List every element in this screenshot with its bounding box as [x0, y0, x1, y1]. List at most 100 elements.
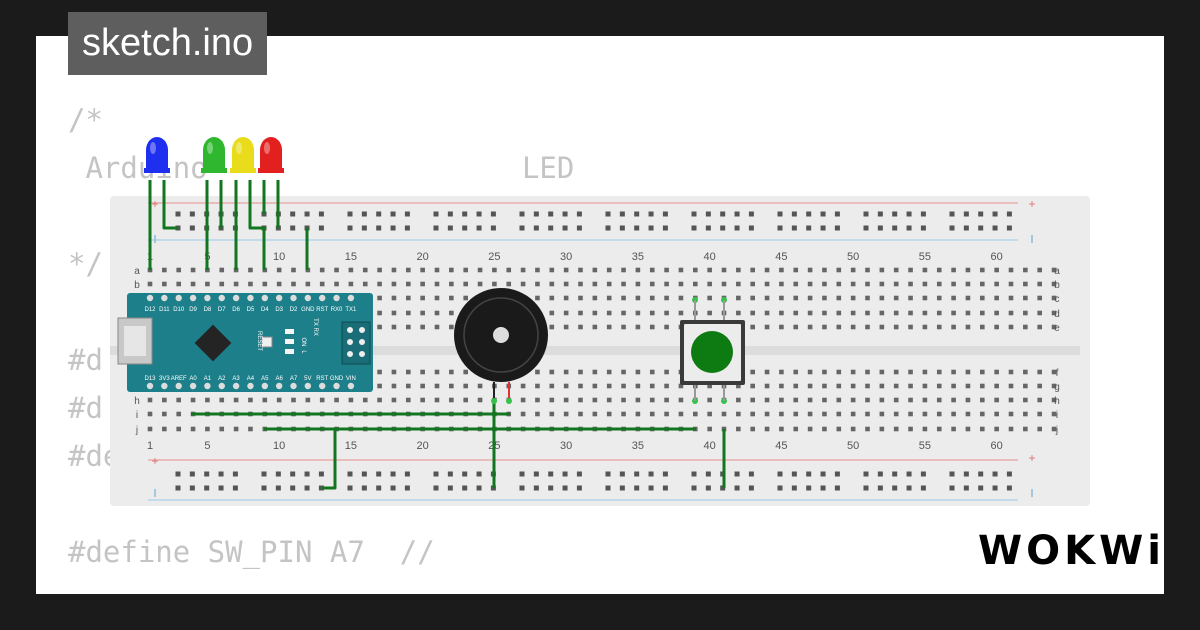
row-letter: a — [1054, 266, 1060, 277]
wire — [162, 180, 178, 230]
rail-hole — [920, 211, 926, 217]
breadboard-hole — [463, 267, 468, 273]
wokwi-logo: WOKWi — [978, 528, 1165, 574]
breadboard-hole — [606, 295, 612, 301]
rail-hole — [605, 485, 611, 491]
breadboard-hole — [535, 267, 540, 273]
rail-hole — [734, 485, 740, 491]
breadboard-hole — [736, 383, 741, 389]
column-number: 30 — [560, 440, 572, 452]
breadboard-hole — [477, 397, 483, 403]
breadboard-hole — [162, 281, 167, 287]
breadboard-hole — [736, 426, 741, 432]
arduino-pin — [175, 294, 182, 302]
breadboard-hole — [592, 324, 598, 330]
breadboard-hole — [592, 267, 598, 273]
breadboard-hole — [822, 411, 827, 417]
row-letter: h — [1054, 396, 1060, 407]
rail-hole — [204, 485, 210, 491]
rail-hole — [189, 225, 195, 231]
breadboard-hole — [965, 426, 971, 432]
rail-hole — [863, 211, 869, 217]
arduino-pin — [333, 294, 340, 302]
file-tab[interactable]: sketch.ino — [68, 12, 268, 75]
breadboard-hole — [822, 295, 827, 301]
rail-hole — [791, 211, 797, 217]
breadboard-hole — [879, 426, 885, 432]
arduino-pin-label: D13 — [144, 376, 156, 382]
rail-hole — [648, 471, 654, 477]
rail-hole — [361, 225, 367, 231]
arduino-pin-label: D5 — [247, 307, 255, 313]
breadboard-hole — [693, 281, 698, 287]
breadboard-hole — [549, 295, 555, 301]
buzzer-hole — [493, 327, 509, 343]
breadboard-hole — [779, 310, 784, 316]
rail-hole — [863, 225, 869, 231]
rail-hole — [361, 485, 367, 491]
rail-hole — [705, 225, 711, 231]
arduino-pin-label: D6 — [232, 307, 240, 313]
rail-hole — [476, 485, 482, 491]
rail-hole — [877, 471, 883, 477]
breadboard-hole — [190, 426, 196, 432]
breadboard-hole — [621, 324, 626, 330]
breadboard-hole — [520, 411, 526, 417]
rail-hole — [691, 485, 697, 491]
breadboard-hole — [649, 383, 655, 389]
breadboard-hole — [678, 411, 684, 417]
arduino-pin — [161, 294, 168, 302]
breadboard-hole — [563, 310, 569, 316]
breadboard-hole — [391, 397, 397, 403]
rail-hole — [605, 471, 611, 477]
breadboard-hole — [1008, 267, 1014, 273]
breadboard-hole — [563, 397, 569, 403]
rail-hole — [720, 225, 726, 231]
push-button — [680, 297, 745, 404]
row-letter: i — [1056, 410, 1058, 421]
breadboard-hole — [793, 324, 799, 330]
breadboard-hole — [865, 267, 870, 273]
breadboard-hole — [377, 324, 382, 330]
breadboard-hole — [549, 324, 555, 330]
rail-hole — [576, 225, 582, 231]
breadboard-hole — [606, 310, 612, 316]
breadboard-hole — [319, 267, 325, 273]
breadboard-hole — [563, 411, 569, 417]
breadboard-hole — [434, 281, 440, 287]
led-body — [146, 137, 168, 170]
code-line: Arduino LED — [68, 151, 575, 185]
breadboard-hole — [549, 411, 555, 417]
rail-hole — [720, 211, 726, 217]
breadboard-hole — [664, 397, 669, 403]
rail-hole — [648, 225, 654, 231]
rail-hole — [834, 225, 840, 231]
breadboard-hole — [176, 281, 181, 287]
breadboard-hole — [750, 324, 755, 330]
arduino-pin — [319, 294, 326, 302]
breadboard-hole — [147, 281, 153, 287]
breadboard-hole — [736, 310, 741, 316]
arduino-pin-label: TX1 — [345, 307, 357, 313]
breadboard-hole — [449, 281, 454, 287]
breadboard-hole — [664, 324, 669, 330]
icsp-pin — [347, 339, 353, 345]
breadboard-hole — [936, 267, 942, 273]
row-letter: b — [1054, 280, 1060, 291]
breadboard-hole — [578, 397, 583, 403]
breadboard-hole — [463, 281, 468, 287]
arduino-pin-label: RST — [316, 307, 328, 313]
breadboard-hole — [693, 267, 698, 273]
breadboard-hole — [205, 281, 210, 287]
breadboard-hole — [563, 295, 569, 301]
breadboard-hole — [908, 310, 913, 316]
breadboard-hole — [951, 383, 956, 389]
breadboard-hole — [807, 411, 813, 417]
breadboard-hole — [707, 411, 712, 417]
breadboard-hole — [420, 267, 425, 273]
breadboard-hole — [176, 397, 181, 403]
rail-hole — [820, 225, 826, 231]
breadboard-hole — [750, 281, 755, 287]
arduino-pin — [247, 294, 254, 302]
